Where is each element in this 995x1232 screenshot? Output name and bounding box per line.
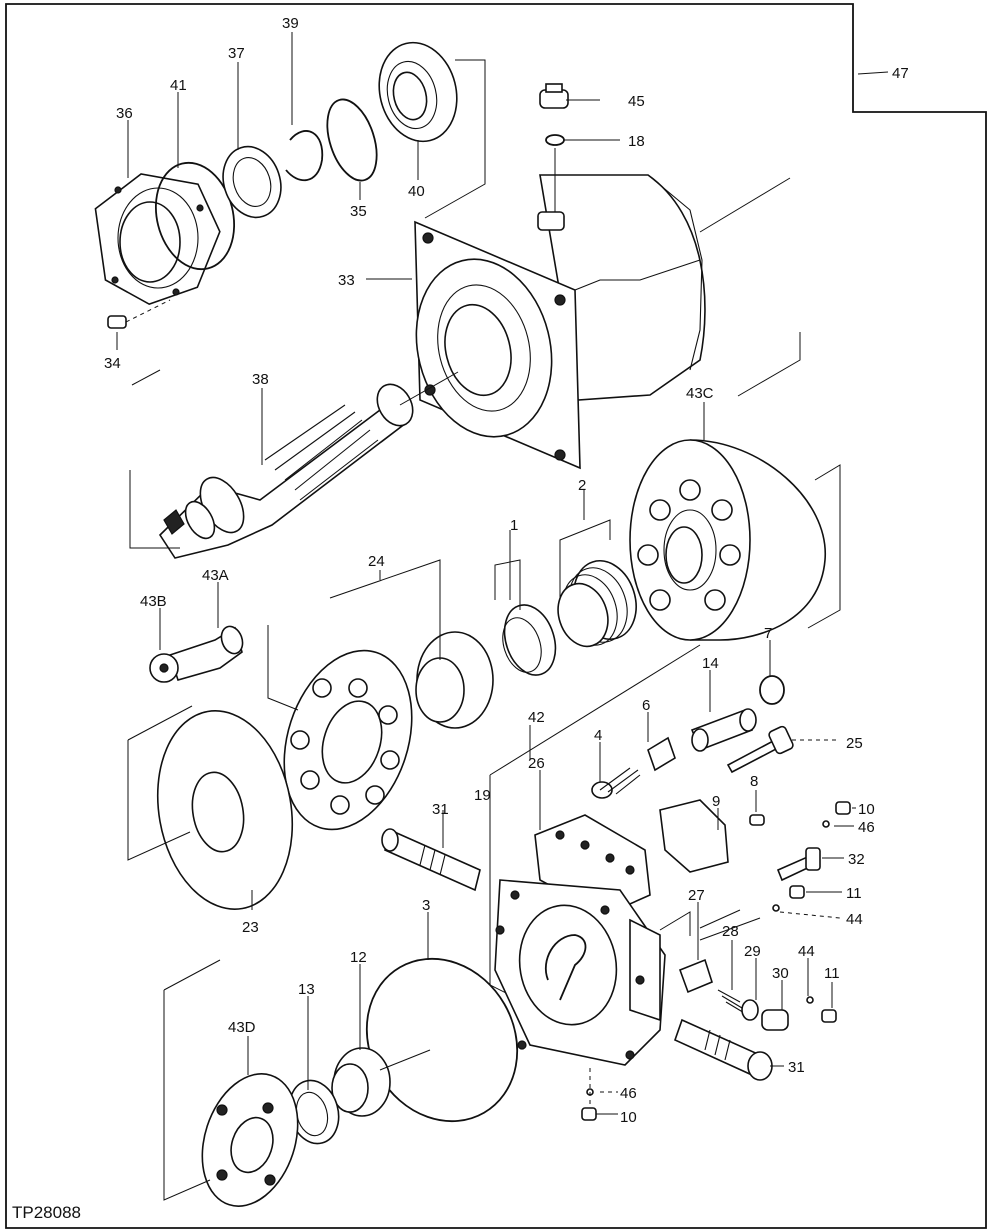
figure-id: TP28088 (12, 1203, 81, 1222)
callout-11-upper: 11 (846, 885, 862, 902)
callout-29: 29 (744, 943, 761, 960)
part-1-ring (502, 604, 557, 676)
part-25-bolt (726, 725, 794, 774)
callout-28: 28 (722, 923, 739, 940)
part-23-swash-plate (156, 710, 294, 910)
part-43A-43B-valve (149, 625, 244, 683)
callout-23: 23 (242, 919, 259, 936)
part-40-bearing (378, 41, 458, 143)
callout-37: 37 (228, 45, 245, 62)
part-12-bearing (331, 1047, 391, 1117)
callout-30: 30 (772, 965, 789, 982)
callout-38: 38 (252, 371, 269, 388)
callout-7: 7 (764, 625, 772, 642)
callout-26: 26 (528, 755, 545, 772)
callout-2: 2 (578, 477, 586, 494)
part-45-plug (539, 83, 569, 109)
part-10-plug-lower (581, 1107, 597, 1121)
part-11-plug-lower (821, 1009, 837, 1023)
part-29-ring (741, 999, 759, 1021)
part-10-plug-upper (835, 801, 851, 815)
callout-43A: 43A (202, 567, 229, 584)
callout-34: 34 (104, 355, 121, 372)
callout-42: 42 (528, 709, 545, 726)
part-9-cover (659, 799, 729, 873)
callout-31-lower: 31 (788, 1059, 805, 1076)
callout-19: 19 (474, 787, 491, 804)
callout-9: 9 (712, 793, 720, 810)
part-37-seal (222, 145, 282, 219)
callout-45: 45 (628, 93, 645, 110)
callout-43D: 43D (228, 1019, 256, 1036)
part-36-cover-flange (94, 173, 221, 306)
part-34-bolt (107, 315, 127, 329)
part-46-o-ring-upper (822, 820, 830, 828)
callout-11-lower: 11 (824, 965, 840, 982)
part-39-snap-ring (285, 130, 324, 182)
part-6-cap (647, 736, 676, 772)
callout-41: 41 (170, 77, 187, 94)
part-41-o-ring (154, 161, 236, 271)
callout-36: 36 (116, 105, 133, 122)
callout-27: 27 (688, 887, 705, 904)
part-18-o-ring (545, 134, 565, 146)
part-44-o-ring-upper (772, 904, 780, 912)
callout-10-upper: 10 (858, 801, 875, 818)
part-7-o-ring (759, 675, 785, 705)
diagram-frame (5, 3, 987, 1229)
part-13-seal (288, 1079, 340, 1145)
part-43D-end-cover (201, 1073, 299, 1207)
callout-40: 40 (408, 183, 425, 200)
callout-6: 6 (642, 697, 650, 714)
callout-43B: 43B (140, 593, 167, 610)
part-24-spherical-bushing (415, 631, 494, 729)
part-44-o-ring-lower (806, 996, 814, 1004)
callout-3: 3 (422, 897, 430, 914)
part-8-bolt (749, 814, 765, 826)
part-11-plug-upper (789, 885, 805, 899)
part-38-shaft (158, 383, 414, 559)
callout-46-upper: 46 (858, 819, 875, 836)
callout-44-upper: 44 (846, 911, 863, 928)
part-14-spool (690, 708, 757, 752)
callout-13: 13 (298, 981, 315, 998)
part-19-port-plate-housing (494, 879, 666, 1066)
callout-43C: 43C (686, 385, 714, 402)
callout-8: 8 (750, 773, 758, 790)
callout-46-lower: 46 (620, 1085, 637, 1102)
callout-1: 1 (510, 517, 518, 534)
callout-4: 4 (594, 727, 602, 744)
callout-32: 32 (848, 851, 865, 868)
part-31-relief-valve-upper (381, 828, 481, 892)
part-32-bolt (776, 847, 821, 882)
callout-47: 47 (892, 65, 909, 82)
callout-14: 14 (702, 655, 719, 672)
part-24-retainer-plate (283, 649, 413, 831)
callout-24: 24 (368, 553, 385, 570)
callout-18: 18 (628, 133, 645, 150)
part-31-relief-valve-lower (674, 1018, 773, 1081)
callout-31-upper: 31 (432, 801, 449, 818)
part-27-plug (678, 958, 713, 994)
callout-25: 25 (846, 735, 863, 752)
callout-10-lower: 10 (620, 1109, 637, 1126)
callout-12: 12 (350, 949, 367, 966)
part-4-spring (591, 767, 641, 799)
part-30-plug (761, 1009, 789, 1031)
callout-35: 35 (350, 203, 367, 220)
part-43C-cylinder-block (629, 439, 826, 641)
part-33-housing (414, 174, 706, 470)
part-2-spring-set (557, 560, 637, 648)
callout-39: 39 (282, 15, 299, 32)
part-35-ring (326, 98, 378, 182)
callout-44-lower: 44 (798, 943, 815, 960)
callout-33: 33 (338, 272, 355, 289)
